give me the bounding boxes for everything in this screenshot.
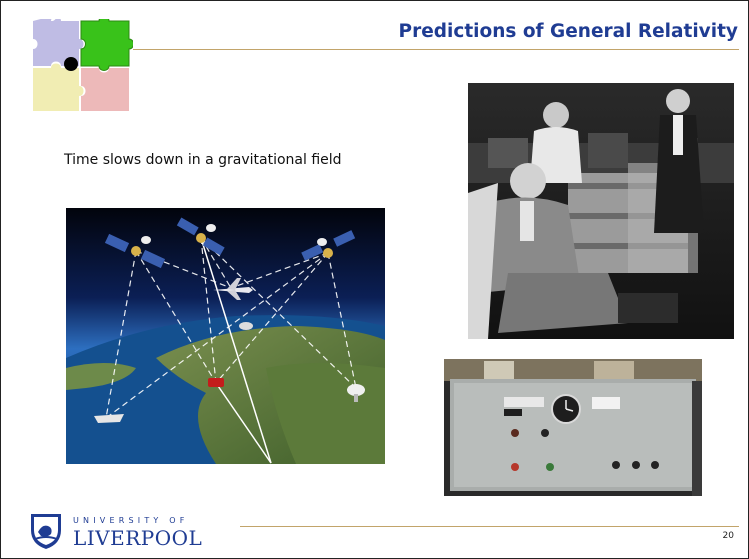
university-name: LIVERPOOL (73, 526, 203, 550)
university-logo: UNIVERSITY OF LIVERPOOL (29, 512, 239, 552)
atomic-clock-panel-photo (444, 359, 702, 496)
people-with-atomic-clocks-on-airplane-photo (468, 83, 734, 339)
puzzle-pieces-icon (31, 19, 133, 113)
footer-rule (240, 526, 739, 527)
university-label: UNIVERSITY OF (73, 516, 189, 525)
bullet-text: Time slows down in a gravitational field (64, 152, 342, 168)
gps-satellite-network-illustration (66, 208, 385, 464)
slide-title: Predictions of General Relativity (398, 21, 738, 42)
liverpool-crest-icon (29, 512, 63, 550)
title-rule (133, 49, 739, 50)
page-number: 20 (722, 531, 734, 541)
